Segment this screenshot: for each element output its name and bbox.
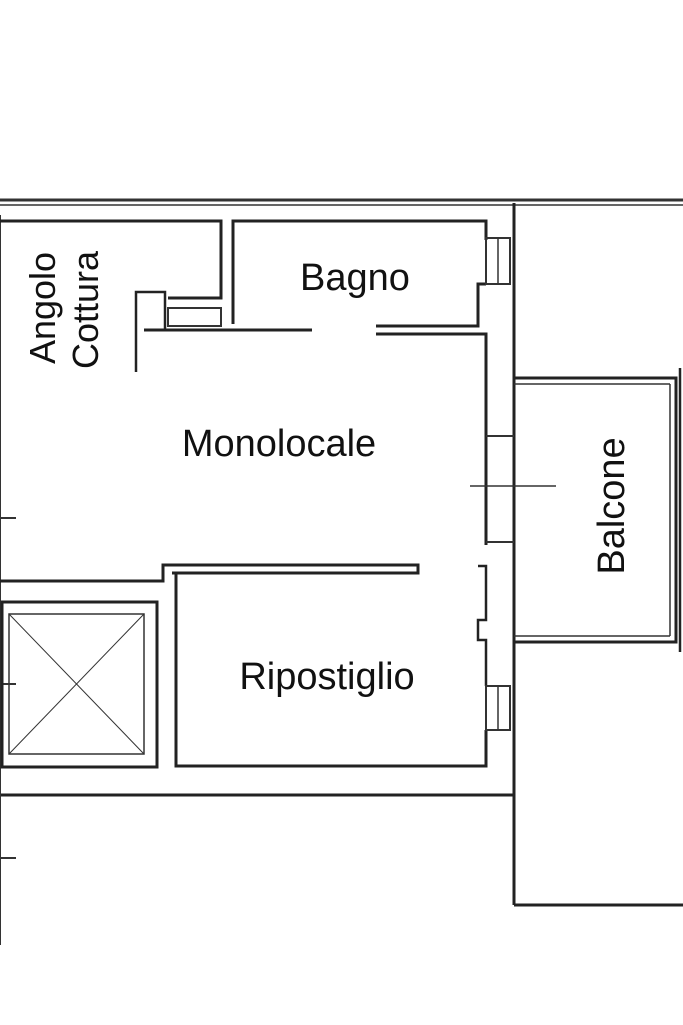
kitchen-walls <box>0 219 312 372</box>
bathroom-walls <box>231 219 511 328</box>
room-label-bagno: Bagno <box>300 257 410 299</box>
studio-walls <box>0 332 556 583</box>
elevator-shaft <box>0 600 159 769</box>
room-label-ripostiglio: Ripostiglio <box>239 656 414 698</box>
outer-walls <box>0 198 683 945</box>
room-label-cottura-line2: Cottura <box>65 250 106 369</box>
room-label-balcone: Balcone <box>591 437 633 574</box>
balcony-outline <box>514 368 682 652</box>
storage-walls <box>174 564 511 768</box>
room-label-monolocale: Monolocale <box>182 423 376 465</box>
room-label-angolo-line1: Angolo <box>22 252 63 364</box>
